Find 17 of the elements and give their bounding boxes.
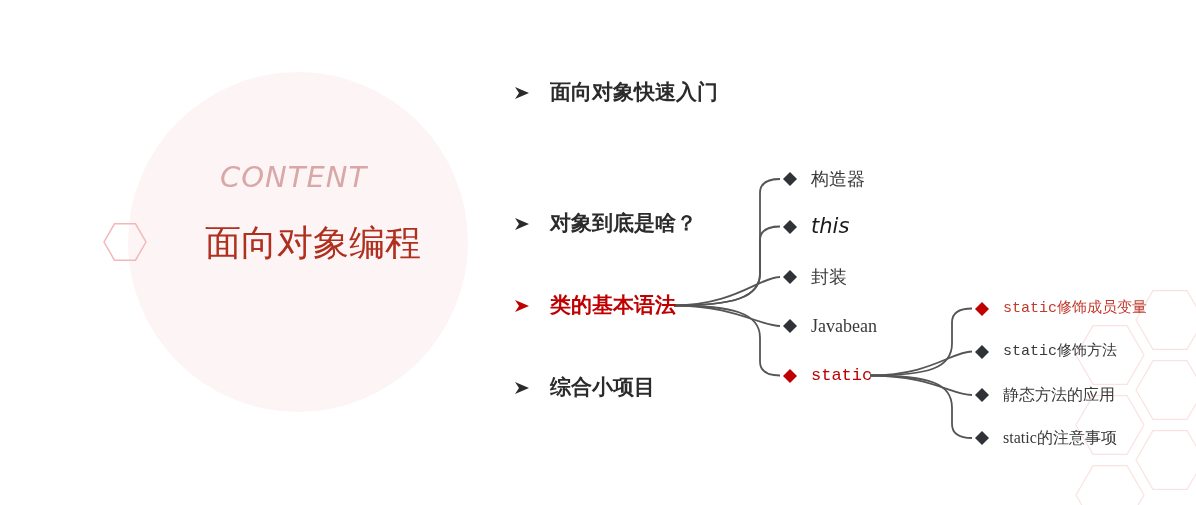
topic-text: 面向对象快速入门 [550, 79, 718, 106]
curly-brace [673, 304, 781, 377]
subtopic-text: static修饰成员变量 [1003, 298, 1147, 319]
topic-text: 综合小项目 [550, 374, 655, 401]
subtopic-text: this [811, 213, 850, 240]
decorative-heading: CONTENT [220, 160, 368, 194]
subtopic-text: static的注意事项 [1003, 428, 1117, 448]
curly-brace [869, 374, 973, 439]
subtopic-text: 封装 [811, 266, 847, 289]
topic-text: 对象到底是啥？ [550, 210, 697, 237]
subtopic-text: 构造器 [811, 168, 865, 191]
subtopic-text: Javabean [811, 315, 877, 338]
title-text: 面向对象编程 [205, 222, 421, 264]
subtopic-text: static [811, 365, 873, 387]
subtopic-text: 静态方法的应用 [1003, 385, 1115, 405]
topic-text: 类的基本语法 [550, 292, 676, 319]
subtopic-text: static修饰方法 [1003, 341, 1117, 362]
